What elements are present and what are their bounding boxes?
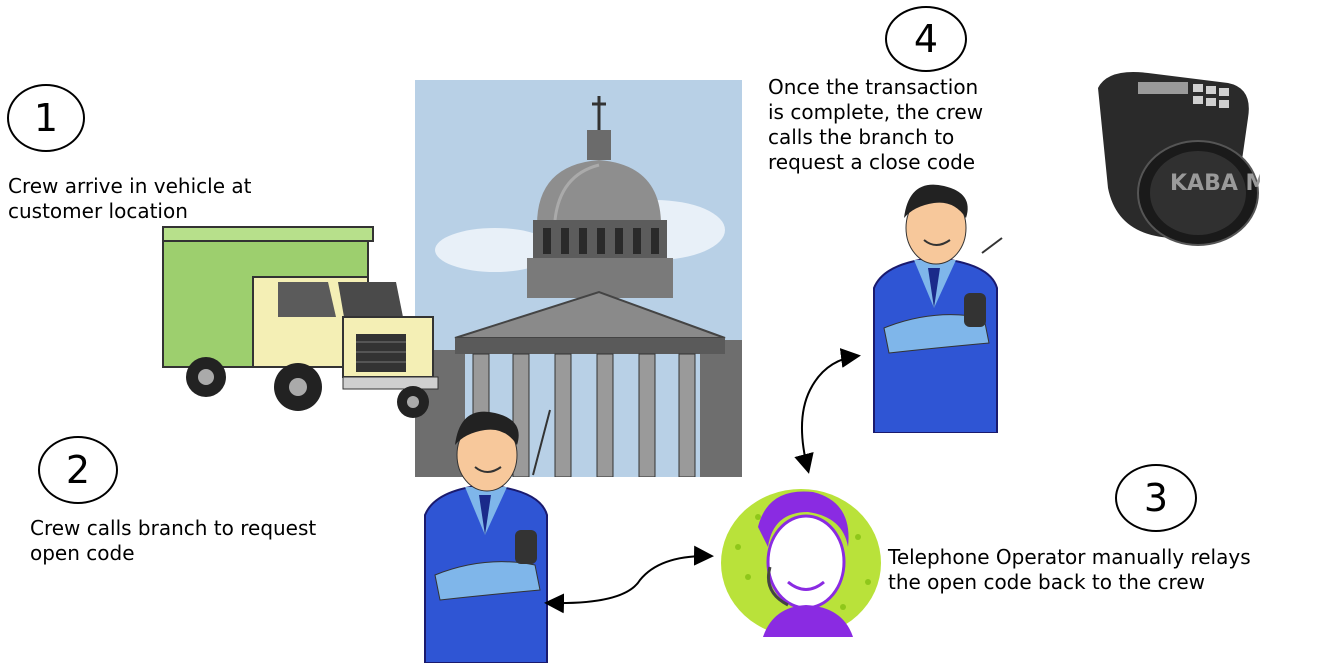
arrow-crew-to-operator — [548, 556, 710, 603]
arrow-operator-to-crew — [802, 356, 857, 470]
